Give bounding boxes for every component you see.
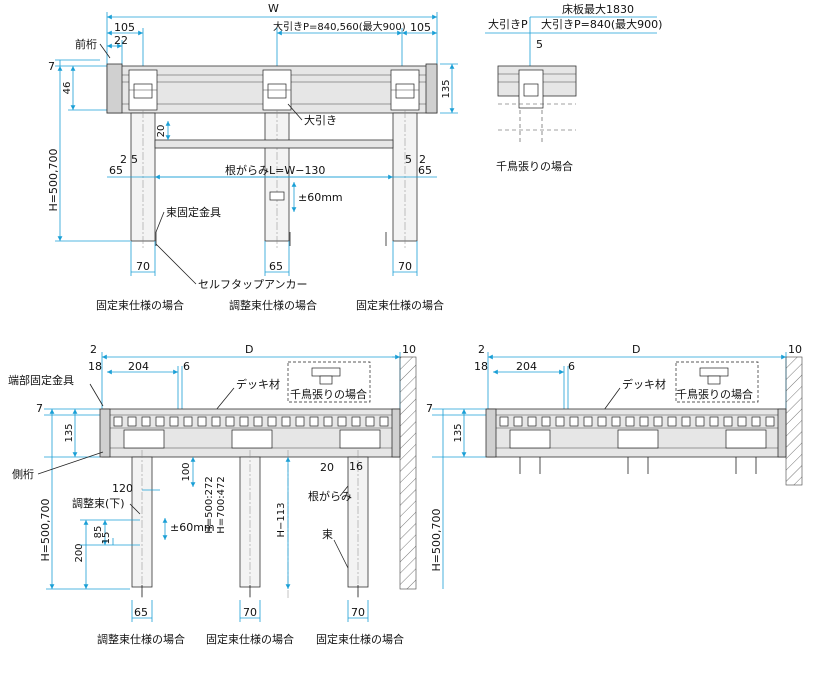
label-tsuka-kotei: 束固定金具 [166,205,221,219]
dim-yukaita: 床板最大1830 [562,2,634,16]
dim-5-right: 5 [405,153,412,166]
dim-22: 22 [114,34,128,47]
dim-135: 135 [441,79,452,98]
dim-5: 5 [536,38,543,51]
wall-hatch [399,356,417,590]
dim-d: D [245,343,253,356]
dim-6: 6 [183,360,190,373]
dim-18-r: 18 [474,360,488,373]
dim-b65-mid: 65 [269,260,283,273]
dim-pm60: ±60mm [298,191,343,204]
dim-100: 100 [181,462,192,481]
wall-hatch-r [785,356,803,486]
caption-adjust-mid: 調整束仕様の場合 [229,298,317,312]
dim-5-left: 5 [131,153,138,166]
dim-204: 204 [128,360,149,373]
dim-d-r: D [632,343,640,356]
dim-height: H=500,700 [47,149,60,212]
dim-h700: H=700:472 [216,476,227,533]
caption-fixed-right: 固定束仕様の場合 [356,298,444,312]
label-maegeta: 前桁 [75,37,97,51]
dim-10-r: 10 [788,343,802,356]
dim-ohbiki-p: 大引きP=840,560(最大900) [273,20,406,33]
dim-b70-right-b: 70 [351,606,365,619]
chidori-detail: 床板最大1830 大引きP 大引きP=840(最大900) 5 千鳥張りの場合 [485,2,662,173]
dim-ohbiki-p-short: 大引きP [488,17,528,31]
label-ohbiki: 大引き [304,113,337,127]
dim-2-right: 2 [419,153,426,166]
dim-20b: 20 [320,461,334,474]
label-tanbu: 端部固定金具 [8,373,74,387]
dim-b70-mid-b: 70 [243,606,257,619]
dim-w: W [268,2,279,15]
dim-height-r: H=500,700 [430,509,443,572]
label-chidori-box-r: 千鳥張りの場合 [676,387,753,401]
dim-7: 7 [48,60,55,73]
label-deck-r: デッキ材 [622,377,666,391]
negarami-bar [154,139,394,149]
bracket-right [390,69,420,111]
dim-135-r: 135 [453,423,464,442]
label-deck: デッキ材 [236,377,280,391]
dim-65-right: 65 [418,164,432,177]
deck-slats [113,416,389,427]
dim-85: 85 [93,526,104,539]
caption-chidori: 千鳥張りの場合 [496,159,573,173]
caption-fixed-right-b: 固定束仕様の場合 [316,632,404,646]
dim-pm60-b: ±60mm [170,521,215,534]
deck-slats-r [499,416,775,427]
dim-7-r: 7 [426,402,433,415]
caption-fixed-mid: 固定束仕様の場合 [206,632,294,646]
dim-h113: H−113 [276,503,287,538]
dim-height-b: H=500,700 [39,499,52,562]
dim-7b: 7 [36,402,43,415]
dim-b70-left: 70 [136,260,150,273]
dim-2: 2 [90,343,97,356]
caption-adjust: 調整束仕様の場合 [97,632,185,646]
dim-16: 16 [349,460,363,473]
dim-120: 120 [112,482,133,495]
label-chidori-box: 千鳥張りの場合 [290,387,367,401]
maegeta-left [106,63,123,114]
label-chosei-shita: 調整束(下) [72,496,125,510]
dim-18: 18 [88,360,102,373]
dim-135b: 135 [64,423,75,442]
dim-6-r: 6 [568,360,575,373]
dim-65-left: 65 [109,164,123,177]
dim-20: 20 [156,125,167,138]
dim-2-left: 2 [120,153,127,166]
dim-15: 15 [101,532,112,545]
dim-105-left: 105 [114,21,135,34]
dim-46: 46 [62,82,73,95]
dim-2-r: 2 [478,343,485,356]
dim-b65: 65 [134,606,148,619]
bracket-mid [262,69,292,111]
label-sokugeta: 側桁 [12,467,34,481]
label-negarami-b: 根がらみ [308,489,352,503]
dim-ohbiki-p-long: 大引きP=840(最大900) [541,17,662,31]
bracket-left [128,69,158,111]
dim-negarami: 根がらみL=W−130 [225,163,325,177]
caption-fixed-left: 固定束仕様の場合 [96,298,184,312]
side-section-right: D 2 10 18 204 6 千鳥張りの場合 デッキ材 7 135 H=500… [426,343,803,589]
dim-105-right: 105 [410,21,431,34]
side-section-left: D 2 10 18 204 6 千鳥張りの場合 端部固定金具 デッキ材 7 13… [8,343,417,646]
dim-b70-right: 70 [398,260,412,273]
dim-10: 10 [402,343,416,356]
label-tsuka: 束 [322,528,333,541]
front-elevation: W 105 22 大引きP=840,560(最大900) 105 7 46 H=… [47,2,458,312]
dim-200: 200 [74,543,85,562]
dim-204-r: 204 [516,360,537,373]
dim-h500: H=500:272 [204,476,215,533]
label-self-tap: セルフタップアンカー [198,278,308,291]
maegeta-right [425,63,438,114]
